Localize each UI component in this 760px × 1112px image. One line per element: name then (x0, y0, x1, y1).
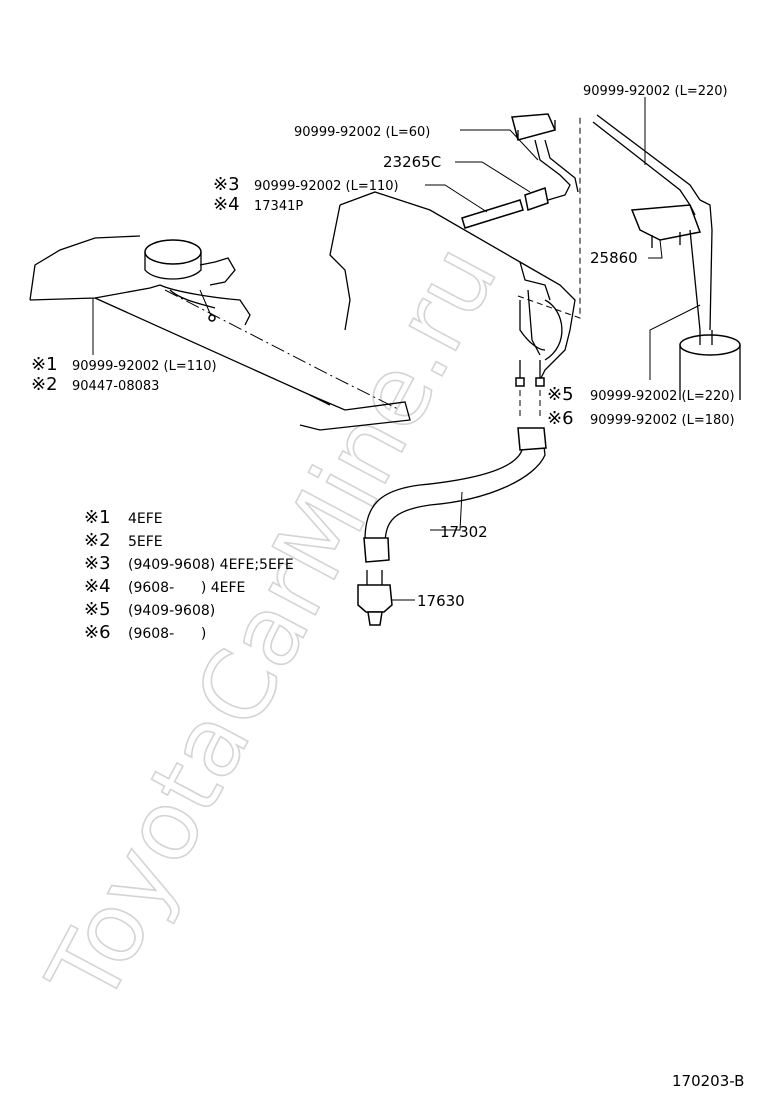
dashed-line-1 (517, 115, 581, 319)
legend-row: ※5 (9409-9608) (84, 599, 294, 622)
legend-text: (9608- ) 4EFE (128, 580, 246, 596)
legend-row: ※1 4EFE (84, 507, 294, 530)
label-hose-l60: 90999-92002 (L=60) (294, 125, 430, 140)
label-hose-l220-top: 90999-92002 (L=220) (583, 84, 728, 99)
air-cleaner (29, 235, 411, 431)
label-17341p: 17341P (254, 199, 303, 214)
vsv-valve (511, 113, 579, 201)
legend-mark: ※6 (84, 622, 111, 643)
legend-text: 4EFE (128, 511, 163, 527)
label-90447: 90447-08083 (72, 379, 159, 394)
canister (679, 330, 741, 400)
legend-mark: ※3 (84, 553, 111, 574)
leader-17302 (430, 491, 463, 531)
leader-23265c (455, 161, 531, 193)
note3-mark: ※3 (213, 174, 240, 195)
label-hose-l220-b: 90999-92002 (L=220) (590, 389, 735, 404)
filter-23265c (524, 187, 549, 211)
legend: ※1 4EFE ※2 5EFE ※3 (9409-9608) 4EFE;5EFE… (84, 507, 294, 645)
centerline (164, 289, 401, 411)
label-hose-l110-b: 90999-92002 (L=110) (72, 359, 217, 374)
note1-mark: ※1 (31, 354, 58, 375)
note2-mark: ※2 (31, 374, 58, 395)
note4-mark: ※4 (213, 194, 240, 215)
legend-text: (9409-9608) 4EFE;5EFE (128, 557, 294, 573)
sensor-17630 (357, 570, 393, 626)
legend-mark: ※5 (84, 599, 111, 620)
legend-text: (9608- ) (128, 626, 207, 642)
label-25860: 25860 (590, 249, 638, 267)
legend-mark: ※4 (84, 576, 111, 597)
engine-block (329, 191, 576, 381)
legend-row: ※4 (9608- ) 4EFE (84, 576, 294, 599)
label-17302: 17302 (440, 523, 488, 541)
label-17630: 17630 (417, 592, 465, 610)
legend-text: 5EFE (128, 534, 163, 550)
hose-17302 (363, 427, 547, 563)
leader-right-lower (649, 304, 701, 380)
label-hose-l180: 90999-92002 (L=180) (590, 413, 735, 428)
label-23265c: 23265C (383, 153, 441, 171)
legend-text: (9409-9608) (128, 603, 216, 619)
note5-mark: ※5 (547, 384, 574, 405)
legend-mark: ※2 (84, 530, 111, 551)
note6-mark: ※6 (547, 408, 574, 429)
label-hose-l110-a: 90999-92002 (L=110) (254, 179, 399, 194)
legend-row: ※6 (9608- ) (84, 622, 294, 645)
legend-row: ※2 5EFE (84, 530, 294, 553)
leader-l110 (425, 184, 488, 213)
legend-mark: ※1 (84, 507, 111, 528)
hose-l110 (461, 199, 524, 229)
hose-l220-assembly (592, 114, 713, 331)
leader-25860 (648, 239, 663, 259)
legend-row: ※3 (9409-9608) 4EFE;5EFE (84, 553, 294, 576)
leader-hose-l60 (460, 129, 539, 161)
diagram-code: 170203-B (672, 1072, 745, 1090)
